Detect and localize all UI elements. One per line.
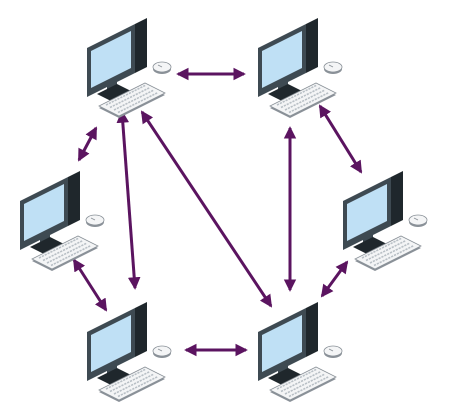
computers-layer — [19, 17, 428, 403]
pc-top-left-desktop-computer-icon — [86, 17, 172, 119]
pc-middle-right-desktop-computer-icon — [342, 170, 428, 272]
pc-middle-left-desktop-computer-icon — [19, 170, 105, 272]
connection-arrow-pc-top-left-to-pc-bottom-right — [140, 110, 273, 308]
connection-arrow-pc-top-left-to-pc-bottom-left — [116, 110, 141, 290]
pc-bottom-left-desktop-computer-icon — [86, 301, 172, 403]
connection-arrow-pc-middle-left-to-pc-bottom-left — [72, 258, 108, 312]
connections-layer — [72, 67, 363, 357]
connection-arrow-pc-top-left-to-pc-middle-left — [77, 126, 98, 162]
connection-arrow-pc-middle-right-to-pc-bottom-right — [320, 260, 349, 298]
connection-arrow-pc-top-right-to-pc-middle-right — [318, 104, 363, 174]
pc-top-right-desktop-computer-icon — [257, 17, 343, 119]
pc-bottom-right-desktop-computer-icon — [257, 301, 343, 403]
